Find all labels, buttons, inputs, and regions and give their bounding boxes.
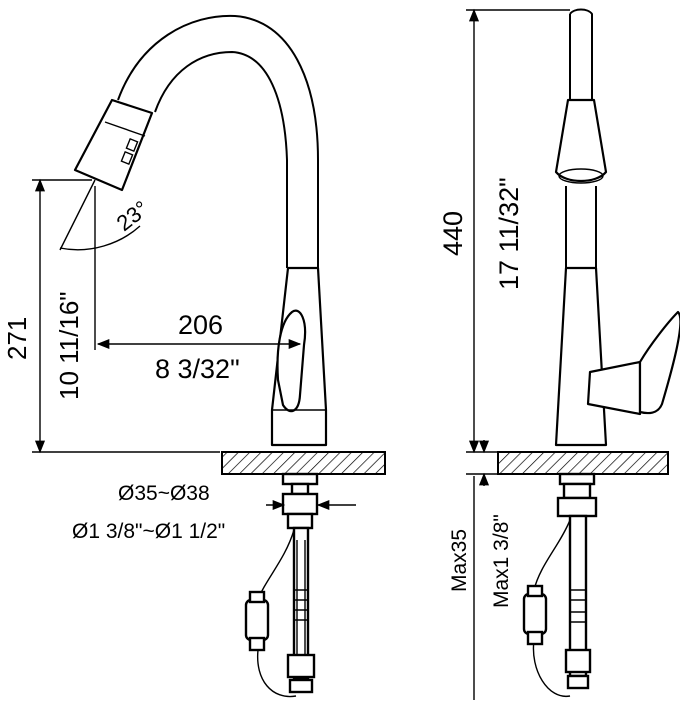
reach-in: 8 3/32"	[155, 354, 240, 384]
spout-height-mm: 271	[2, 317, 32, 360]
angle-label: 23°	[112, 196, 154, 236]
spray-head	[73, 98, 154, 192]
total-height-mm: 440	[438, 211, 468, 256]
front-view: 271 10 11/16" 206 8 3/32" 23° Ø35~Ø38 Ø1…	[2, 14, 386, 698]
hole-diameter-mm: Ø35~Ø38	[118, 482, 210, 505]
total-height-in: 17 11/32"	[494, 177, 524, 290]
side-hose-weight	[522, 592, 548, 636]
angle-arc	[59, 225, 141, 251]
hole-diameter-in: Ø1 3/8"~Ø1 1/2"	[72, 520, 225, 543]
reach-mm: 206	[178, 310, 223, 340]
gooseneck-spout	[117, 14, 319, 268]
side-spray-head	[554, 98, 608, 183]
side-spout	[569, 8, 593, 100]
spout-height-in: 10 11/16"	[54, 291, 84, 400]
side-lever	[638, 310, 680, 415]
hose-weight	[244, 598, 270, 642]
side-body	[554, 266, 608, 447]
countertop-right	[497, 451, 669, 475]
lever-handle	[276, 309, 307, 413]
max-deck-in: Max1 3/8"	[490, 514, 513, 608]
countertop-left	[221, 451, 386, 475]
side-view: 440 17 11/32" Max35 Max1 3/8"	[438, 8, 680, 700]
max-deck-mm: Max35	[448, 529, 471, 592]
